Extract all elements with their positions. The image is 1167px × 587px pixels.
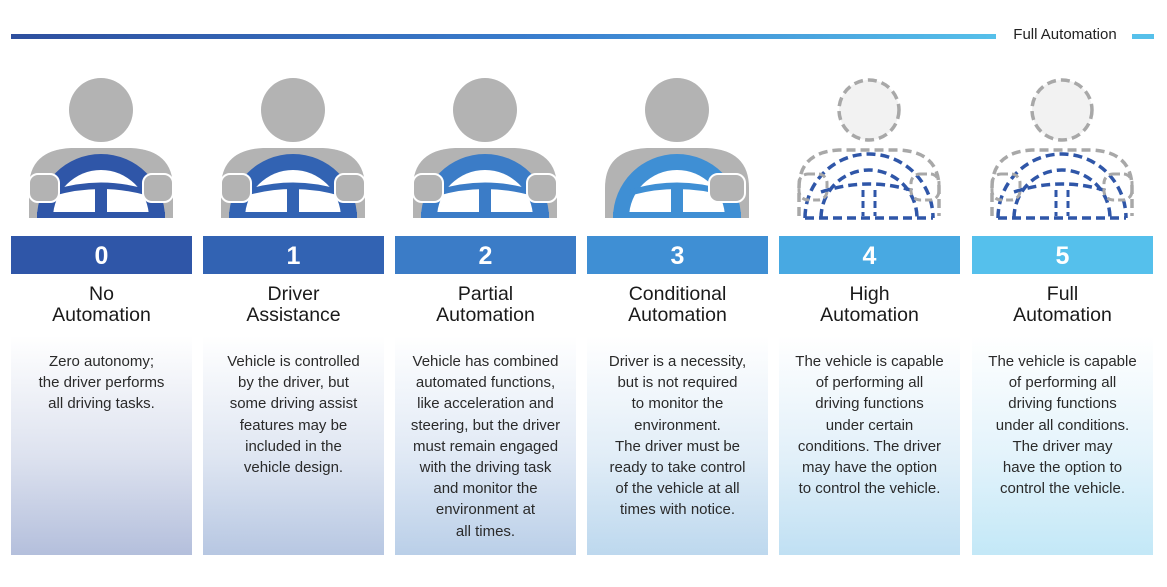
- level-description: Zero autonomy; the driver performs all d…: [11, 336, 192, 555]
- level-title: Conditional Automation: [628, 283, 727, 326]
- level-title: Full Automation: [1013, 283, 1112, 326]
- dashed-driver-outline-icon: [972, 70, 1153, 222]
- level-title: High Automation: [820, 283, 919, 326]
- level-number-bar: 1: [203, 236, 384, 274]
- automation-scale: Full Automation: [0, 0, 1167, 60]
- level-title: Driver Assistance: [246, 283, 341, 326]
- automation-scale-line-end: [1132, 34, 1154, 39]
- level-4-column: 4 High Automation The vehicle is capable…: [779, 0, 960, 587]
- level-number-bar: 2: [395, 236, 576, 274]
- driver-hands-on-wheel-icon: [203, 70, 384, 222]
- level-description: Driver is a necessity, but is not requir…: [587, 336, 768, 555]
- automation-scale-label: Full Automation: [1013, 26, 1117, 43]
- level-1-column: 1 Driver Assistance Vehicle is controlle…: [203, 0, 384, 587]
- level-number-bar: 4: [779, 236, 960, 274]
- level-description: Vehicle is controlled by the driver, but…: [203, 336, 384, 555]
- level-number-bar: 0: [11, 236, 192, 274]
- level-description: Vehicle has combined automated functions…: [395, 336, 576, 555]
- driver-hands-on-wheel-icon: [11, 70, 192, 222]
- driver-hands-on-wheel-icon: [395, 70, 576, 222]
- level-3-column: 3 Conditional Automation Driver is a nec…: [587, 0, 768, 587]
- level-description: The vehicle is capable of performing all…: [779, 336, 960, 555]
- level-0-column: 0 No Automation Zero autonomy; the drive…: [11, 0, 192, 587]
- driver-hands-off-wheel-icon: [587, 70, 768, 222]
- level-2-column: 2 Partial Automation Vehicle has combine…: [395, 0, 576, 587]
- level-title: No Automation: [52, 283, 151, 326]
- level-number-bar: 3: [587, 236, 768, 274]
- automation-scale-line: [11, 34, 996, 39]
- dashed-driver-outline-icon: [779, 70, 960, 222]
- level-description: The vehicle is capable of performing all…: [972, 336, 1153, 555]
- level-title: Partial Automation: [436, 283, 535, 326]
- level-5-column: 5 Full Automation The vehicle is capable…: [972, 0, 1153, 587]
- level-number-bar: 5: [972, 236, 1153, 274]
